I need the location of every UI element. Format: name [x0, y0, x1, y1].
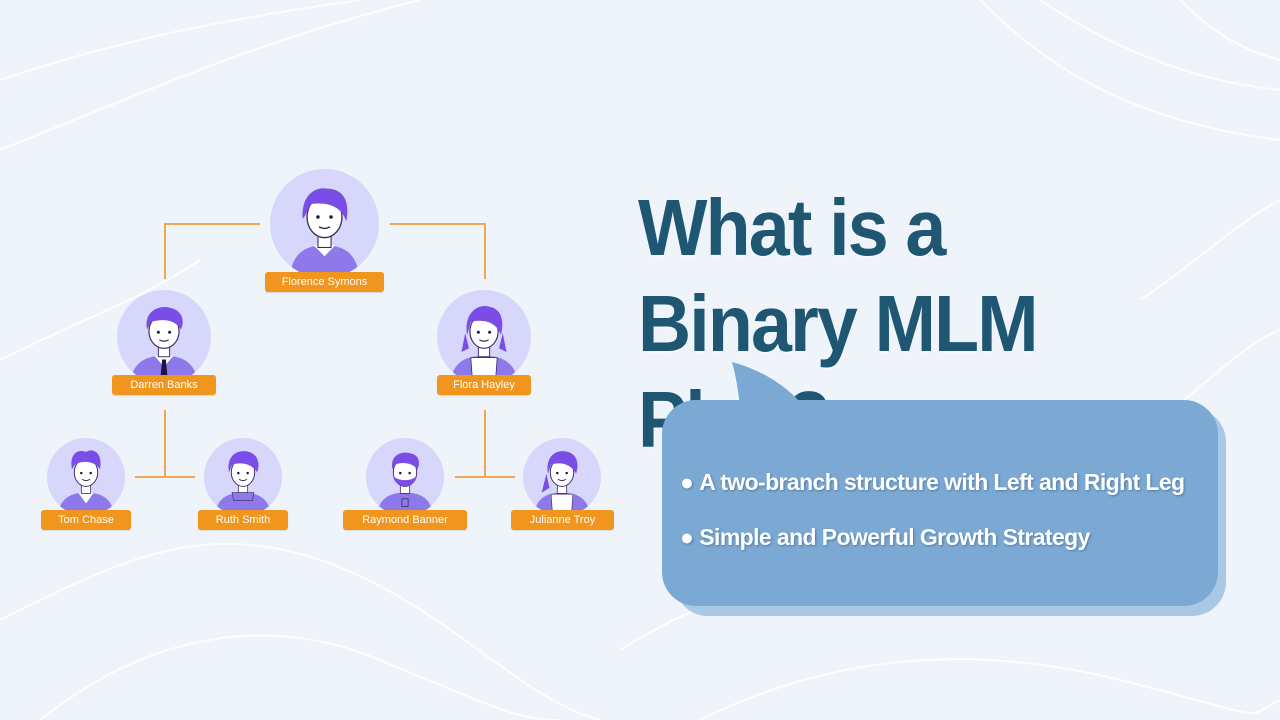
name-tag: Ruth Smith	[198, 510, 288, 530]
woman-avatar-icon	[204, 438, 282, 516]
woman-avatar-icon	[270, 169, 379, 278]
bullet-dot: ●	[680, 524, 694, 550]
name-tag: Raymond Banner	[343, 510, 467, 530]
woman-avatar-icon	[437, 290, 531, 384]
connector-line	[135, 476, 195, 478]
man-avatar-icon	[117, 290, 211, 384]
bullet-item: ●Simple and Powerful Growth Strategy	[680, 524, 1090, 551]
connector-line	[164, 223, 166, 279]
name-tag: Darren Banks	[112, 375, 216, 395]
bullet-dot: ●	[680, 469, 694, 495]
connector-line	[390, 223, 484, 225]
name-tag: Julianne Troy	[511, 510, 614, 530]
connector-line	[164, 410, 166, 476]
title-line-1: What is a	[638, 183, 946, 272]
connector-line	[164, 223, 260, 225]
man-avatar-icon	[47, 438, 125, 516]
name-tag: Tom Chase	[41, 510, 131, 530]
bullet-item: ●A two-branch structure with Left and Ri…	[680, 469, 1185, 496]
name-tag: Florence Symons	[265, 272, 384, 292]
woman-avatar-icon	[523, 438, 601, 516]
connector-line	[455, 476, 515, 478]
connector-line	[484, 410, 486, 476]
bearded-man-avatar-icon	[366, 438, 444, 516]
connector-line	[484, 223, 486, 279]
bullet-text: Simple and Powerful Growth Strategy	[699, 524, 1090, 550]
bullet-text: A two-branch structure with Left and Rig…	[699, 469, 1185, 495]
speech-bubble	[662, 362, 1226, 616]
name-tag: Flora Hayley	[437, 375, 531, 395]
